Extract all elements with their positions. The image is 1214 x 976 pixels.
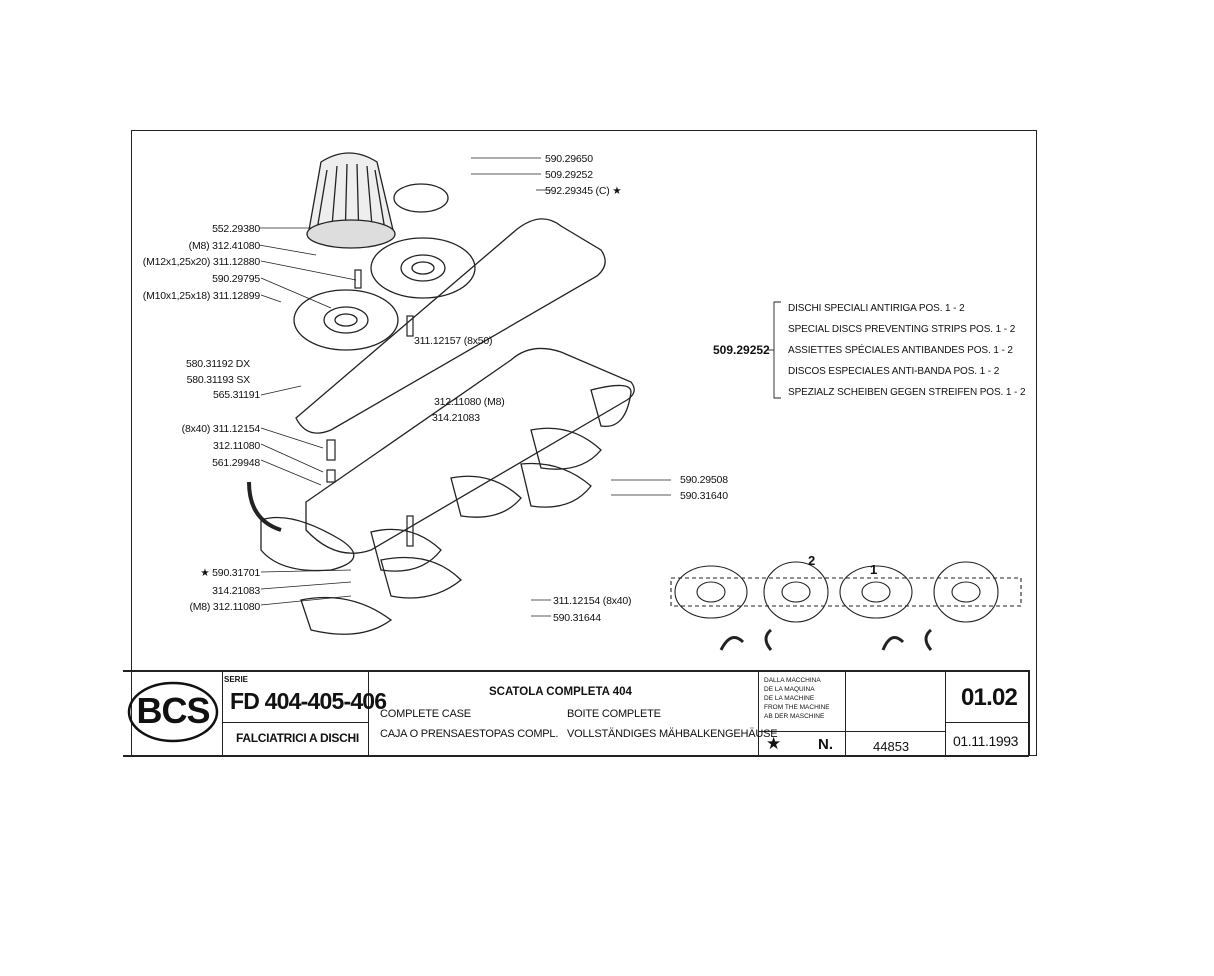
part-label: 592.29345 (C) ★ — [545, 185, 622, 197]
part-label: (8x40) 311.12154 — [181, 423, 261, 435]
title-block-divider — [945, 670, 946, 756]
bolts — [326, 269, 414, 547]
part-label: ★ 590.31701 — [200, 567, 260, 579]
title-block-bottom-line — [123, 755, 1029, 757]
cap-disc — [393, 183, 449, 213]
special-discs-bracket — [773, 301, 781, 399]
title-french: BOITE COMPLETE — [567, 708, 661, 720]
title-block-divider — [222, 670, 223, 756]
title-block-divider — [946, 722, 1028, 723]
sheet-number: 01.02 — [961, 684, 1018, 711]
model-number: FD 404-405-406 — [230, 688, 387, 714]
part-label: 590.29508 — [680, 474, 728, 486]
title-block-right-line — [1028, 670, 1030, 756]
page-title: SCATOLA COMPLETA 404 — [489, 686, 632, 698]
part-label: 565.31191 — [212, 389, 260, 401]
title-spanish: CAJA O PRENSAESTOPAS COMPL. — [380, 728, 559, 740]
from-machine-label: FROM THE MACHINE — [764, 704, 830, 711]
leader-lines — [258, 157, 671, 617]
part-label: 590.31640 — [680, 490, 728, 502]
exploded-view-drawing — [247, 152, 1022, 651]
from-machine-label: DE LA MACHINE — [764, 695, 815, 702]
special-discs-line: SPEZIALZ SCHEIBEN GEGEN STREIFEN POS. 1 … — [788, 387, 1026, 398]
issue-date: 01.11.1993 — [953, 733, 1019, 749]
title-block-top-line — [123, 670, 1029, 672]
position-label-2: 2 — [808, 553, 816, 568]
part-label: 509.29252 — [545, 169, 593, 181]
title-block-divider — [758, 670, 759, 756]
title-block-divider — [845, 670, 846, 756]
part-label: (M10x1,25x18) 311.12899 — [142, 290, 260, 302]
position-schematic — [670, 561, 1022, 651]
part-label: (M8) 312.41080 — [188, 240, 261, 252]
part-label: 312.11080 (M8) — [434, 396, 505, 408]
from-machine-label: DALLA MACCHINA — [764, 677, 821, 684]
part-label: 590.31644 — [553, 612, 601, 624]
part-label: 314.21083 — [432, 412, 480, 424]
title-block-divider — [759, 731, 945, 732]
title-english: COMPLETE CASE — [380, 708, 471, 720]
from-machine-label: AB DER MASCHINE — [764, 713, 825, 720]
bearing-housing-upper — [370, 237, 476, 299]
part-label: 311.12154 (8x40) — [553, 595, 632, 607]
part-label: 312.11080 — [212, 440, 260, 452]
part-label: 580.31192 DX — [186, 358, 250, 370]
star-symbol: ★ — [766, 734, 782, 753]
part-label: 552.29380 — [212, 223, 260, 235]
bcs-logo — [127, 681, 219, 743]
part-label: 561.29948 — [212, 457, 260, 469]
document-number: 44853 — [873, 739, 910, 754]
part-label: 590.29795 — [212, 273, 260, 285]
special-discs-line: DISCOS ESPECIALES ANTI-BANDA POS. 1 - 2 — [788, 366, 1000, 377]
part-label: 314.21083 — [212, 585, 260, 597]
from-machine-label: DE LA MAQUINA — [764, 686, 815, 693]
part-label: (M8) 312.11080 — [189, 601, 260, 613]
special-discs-ref: 509.29252 — [713, 343, 770, 357]
part-label: 590.29650 — [545, 153, 593, 165]
part-label: (M12x1,25x20) 311.12880 — [142, 256, 260, 268]
cone-guard — [306, 152, 396, 249]
number-label: N. — [818, 736, 833, 753]
bearing-housing-lower — [293, 289, 399, 351]
part-label: 311.12157 (8x50) — [414, 335, 493, 347]
title-block-divider — [368, 670, 369, 756]
position-label-1: 1 — [870, 562, 878, 577]
special-discs-line: SPECIAL DISCS PREVENTING STRIPS POS. 1 -… — [788, 324, 1016, 335]
title-block-divider — [223, 722, 369, 723]
part-label: 580.31193 SX — [186, 374, 251, 386]
title-german: VOLLSTÄNDIGES MÄHBALKENGEHÄUSE — [567, 728, 778, 740]
serie-label: SERIE — [224, 675, 249, 684]
model-subtitle: FALCIATRICI A DISCHI — [236, 731, 359, 745]
hose — [247, 481, 282, 532]
lower-case — [305, 347, 635, 554]
special-discs-line: DISCHI SPECIALI ANTIRIGA POS. 1 - 2 — [788, 303, 965, 314]
special-discs-line: ASSIETTES SPÉCIALES ANTIBANDES POS. 1 - … — [788, 345, 1013, 356]
bcs-logo-text: BCS — [136, 690, 210, 731]
upper-cover-plate — [295, 218, 606, 434]
